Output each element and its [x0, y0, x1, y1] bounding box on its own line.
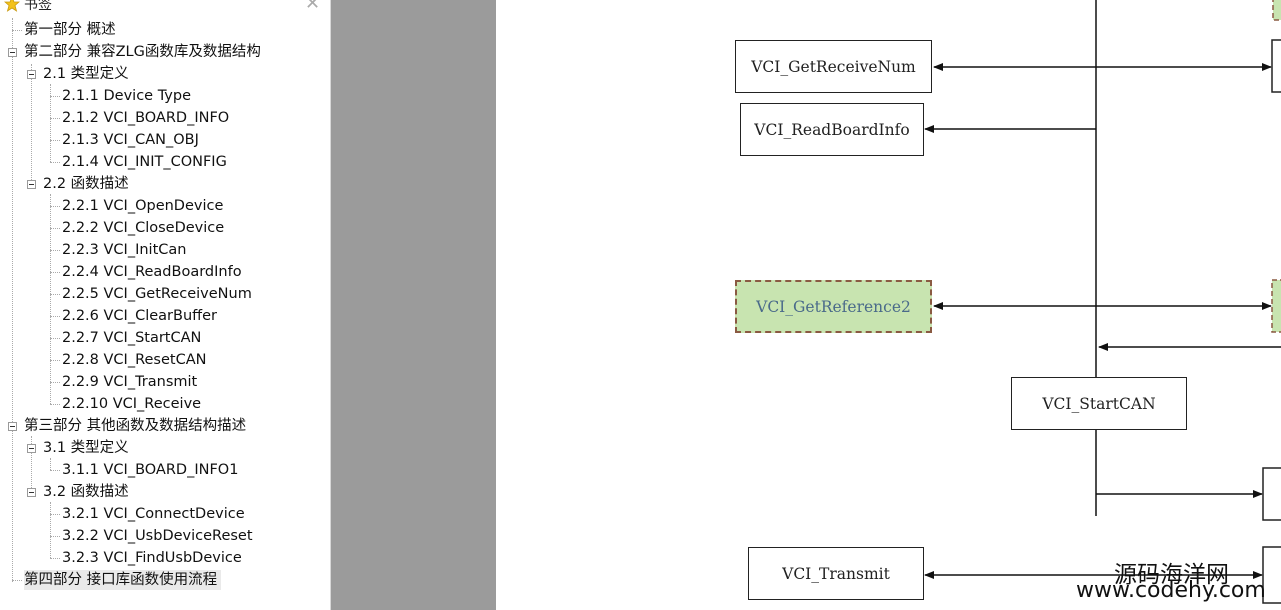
collapse-toggle-icon[interactable]: [8, 48, 17, 57]
bookmark-item[interactable]: 2.2 函数描述: [43, 176, 129, 192]
close-icon[interactable]: ✕: [305, 0, 321, 14]
watermark-title: 源码海洋网: [1114, 562, 1229, 588]
tree-line: [50, 360, 60, 361]
tree-line: [31, 436, 32, 492]
tree-line: [12, 580, 22, 581]
tree-line: [50, 294, 60, 295]
bookmark-item[interactable]: 2.2.10 VCI_Receive: [62, 396, 202, 412]
flow-diagram-lines: [924, 0, 1281, 604]
bookmark-item[interactable]: 3.1.1 VCI_BOARD_INFO1: [62, 462, 239, 478]
bookmark-item[interactable]: 3.2.1 VCI_ConnectDevice: [62, 506, 245, 522]
tree-line: [50, 458, 51, 470]
bookmark-item[interactable]: 3.1 类型定义: [43, 440, 129, 456]
bookmark-item[interactable]: 3.2 函数描述: [43, 484, 129, 500]
tree-line: [50, 404, 60, 405]
bookmark-item[interactable]: 2.1.3 VCI_CAN_OBJ: [62, 132, 199, 148]
viewer-gutter: [331, 0, 496, 610]
document-page[interactable]: VCI_GetReceiveNum VCI_ReadBoardInfo VCI_…: [496, 0, 1281, 610]
collapse-toggle-icon[interactable]: [8, 422, 17, 431]
collapse-toggle-icon[interactable]: [27, 444, 36, 453]
bookmark-item[interactable]: 2.1.2 VCI_BOARD_INFO: [62, 110, 230, 126]
tree-line: [50, 536, 60, 537]
bookmark-item[interactable]: 2.2.3 VCI_InitCan: [62, 242, 187, 258]
tree-line: [50, 382, 60, 383]
tree-line: [50, 502, 51, 558]
bookmarks-title: 书签: [24, 0, 52, 13]
tree-line: [50, 272, 60, 273]
tree-line: [50, 514, 60, 515]
tree-line: [50, 194, 51, 404]
bookmark-item[interactable]: 2.2.7 VCI_StartCAN: [62, 330, 202, 346]
bookmark-item[interactable]: 第二部分 兼容ZLG函数库及数据结构: [24, 44, 261, 60]
box-fragment: [1271, 279, 1281, 333]
tree-line: [50, 316, 60, 317]
box-fragment: [1271, 39, 1281, 93]
tree-line: [50, 470, 60, 471]
bookmark-item[interactable]: 2.2.4 VCI_ReadBoardInfo: [62, 264, 242, 280]
box-read-board-info: VCI_ReadBoardInfo: [740, 103, 924, 156]
bookmarks-header: 书签 ✕: [0, 0, 330, 14]
star-icon: [3, 0, 21, 16]
bookmark-item[interactable]: 3.2.2 VCI_UsbDeviceReset: [62, 528, 253, 544]
bookmark-item[interactable]: 2.1.1 Device Type: [62, 88, 192, 104]
tree-line: [50, 228, 60, 229]
box-fragment: [1262, 546, 1281, 604]
tree-line: [50, 96, 60, 97]
tree-line: [31, 64, 32, 184]
bookmark-item[interactable]: 2.2.8 VCI_ResetCAN: [62, 352, 207, 368]
bookmark-item[interactable]: 第一部分 概述: [24, 22, 116, 38]
bookmark-item[interactable]: 2.2.2 VCI_CloseDevice: [62, 220, 225, 236]
box-get-reference2: VCI_GetReference2: [735, 280, 932, 333]
box-fragment: [1262, 467, 1281, 521]
tree-line: [12, 18, 13, 582]
bookmark-item[interactable]: 2.2.5 VCI_GetReceiveNum: [62, 286, 252, 302]
bookmark-item[interactable]: 2.1 类型定义: [43, 66, 129, 82]
tree-line: [50, 250, 60, 251]
collapse-toggle-icon[interactable]: [27, 488, 36, 497]
bookmark-item[interactable]: 第三部分 其他函数及数据结构描述: [24, 418, 247, 434]
box-get-receive-num: VCI_GetReceiveNum: [735, 40, 932, 93]
bookmarks-panel: 书签 ✕ 第一部分 概述 第二部分 兼容ZLG函数库及数据结构 2.1 类型定义…: [0, 0, 331, 610]
tree-line: [12, 30, 22, 31]
tree-line: [50, 118, 60, 119]
bookmark-item-selected[interactable]: 第四部分 接口库函数使用流程: [24, 570, 222, 590]
bookmark-item[interactable]: 2.1.4 VCI_INIT_CONFIG: [62, 154, 227, 170]
bookmark-item[interactable]: 2.2.9 VCI_Transmit: [62, 374, 198, 390]
bookmark-item[interactable]: 3.2.3 VCI_FindUsbDevice: [62, 550, 242, 566]
tree-line: [50, 338, 60, 339]
bookmark-item[interactable]: 2.2.1 VCI_OpenDevice: [62, 198, 224, 214]
box-start-can: VCI_StartCAN: [1011, 377, 1187, 430]
bookmark-item[interactable]: 2.2.6 VCI_ClearBuffer: [62, 308, 218, 324]
tree-line: [50, 206, 60, 207]
box-fragment: [1272, 0, 1281, 21]
watermark-url: www.codehy.com: [1076, 578, 1266, 603]
tree-line: [50, 84, 51, 162]
collapse-toggle-icon[interactable]: [27, 70, 36, 79]
tree-line: [50, 162, 60, 163]
tree-line: [50, 558, 60, 559]
box-transmit: VCI_Transmit: [748, 547, 924, 600]
tree-line: [50, 140, 60, 141]
collapse-toggle-icon[interactable]: [27, 180, 36, 189]
